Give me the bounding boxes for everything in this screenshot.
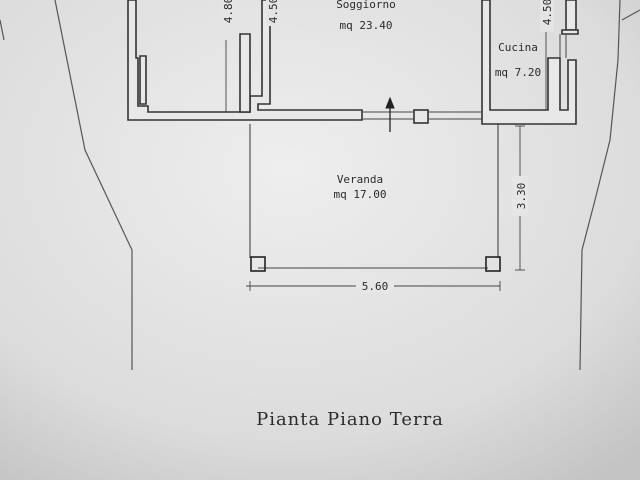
terrain-lines [0, 0, 640, 371]
veranda-pillars [250, 256, 501, 272]
room-name-cucina: Cucina [498, 41, 538, 54]
wall-cucina [481, 0, 577, 125]
dim-cucina-height: 4.50 [541, 0, 554, 25]
plan-title: Pianta Piano Terra [256, 409, 444, 430]
room-name-soggiorno: Soggiorno [336, 0, 396, 11]
window-cucina [561, 29, 579, 35]
dim-mid-height: 4.50 [267, 0, 280, 23]
pillar-left [250, 256, 266, 272]
right-boundary-line [579, 0, 621, 371]
walls [127, 0, 579, 125]
room-area-veranda: mq 17.00 [334, 188, 387, 201]
room-name-veranda: Veranda [337, 173, 383, 186]
right-edge-mark [621, 9, 640, 21]
wall-left-divider [239, 33, 251, 113]
wall-left-room [127, 0, 363, 121]
wall-left-post [139, 55, 147, 105]
pillar-right [485, 256, 501, 272]
room-area-soggiorno: mq 23.40 [340, 19, 393, 32]
entrance-arrow [385, 96, 395, 132]
dim-veranda-depth: 3.30 [515, 183, 528, 210]
left-edge-mark [0, 19, 5, 41]
dim-veranda-width: 5.60 [362, 280, 389, 293]
dim-left-room-height: 4.80 [222, 0, 235, 23]
left-boundary-line [54, 0, 133, 370]
room-area-cucina: mq 7.20 [495, 66, 541, 79]
wall-cucina-top-right [565, 0, 577, 31]
pillar-door [413, 109, 429, 124]
veranda-outline [249, 124, 499, 269]
door-lines [362, 34, 567, 120]
